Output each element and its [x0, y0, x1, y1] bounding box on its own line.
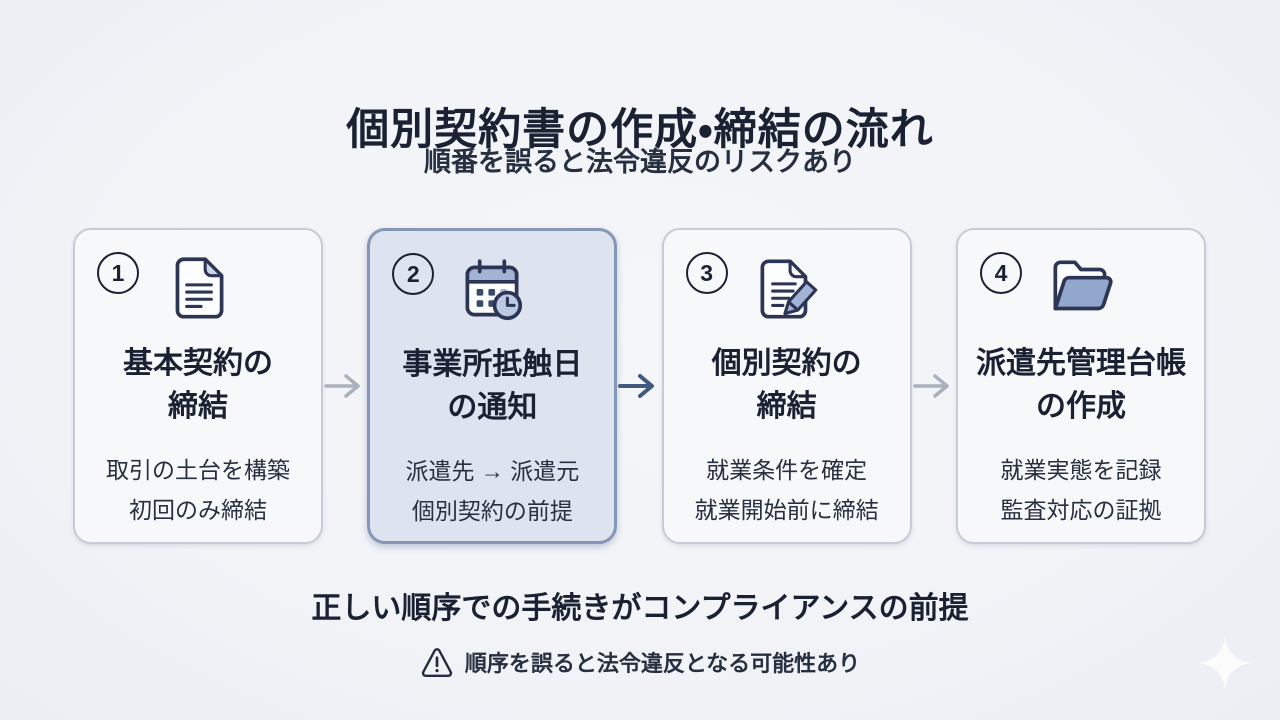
right-arrow-icon [913, 374, 949, 398]
flow-arrow-2 [617, 228, 661, 544]
document-icon [159, 250, 237, 328]
step-title: 個別契約の 締結 [711, 347, 862, 423]
step-number: 3 [700, 259, 714, 286]
step-number: 1 [111, 259, 125, 286]
step-description: 派遣先 → 派遣元 個別契約の前提 [405, 458, 580, 524]
step-description: 就業条件を確定 就業開始前に締結 [694, 457, 879, 523]
flow-arrow-3 [912, 228, 956, 544]
step-card-3: 3 個別契約の 締結 就業条件を確定 就 [661, 228, 912, 544]
calendar-clock-icon [453, 251, 531, 329]
document-edit-icon [748, 250, 826, 328]
flow-arrow-1 [323, 228, 367, 544]
step-number-badge: 1 [97, 252, 139, 294]
step-number-badge: 4 [979, 252, 1022, 294]
right-arrow-icon [324, 374, 360, 398]
step-number-badge: 3 [685, 252, 728, 294]
folder-icon [1042, 250, 1120, 328]
step-number-badge: 2 [392, 253, 435, 295]
step-card-2: 2 事業所抵触日 の通知 [367, 228, 618, 544]
warning-triangle-icon [421, 648, 452, 677]
step-title: 事業所抵触日 の通知 [402, 348, 583, 424]
step-number: 2 [406, 260, 420, 287]
warning-text: 順序を誤ると法令違反となる可能性あり [464, 651, 861, 676]
step-description: 取引の土台を構築 初回のみ締結 [106, 457, 290, 523]
process-flow: 1 基本契約の 締結 取引の土台を構築 初回のみ締結 [73, 228, 1206, 544]
page-title: 個別契約書の作成・締結の流れ [346, 105, 934, 154]
footer-warning: 順序を誤ると法令違反となる可能性あり [0, 646, 1280, 678]
step-card-4: 4 派遣先管理台帳 の作成 就業実態を記録 監査対応の証拠 [955, 228, 1206, 544]
compliance-statement: 正しい順序での手続きがコンプライアンスの前提 [311, 592, 969, 625]
page-subtitle: 順番を誤ると法令違反のリスクあり [424, 147, 856, 177]
step-title: 基本契約の 締結 [123, 347, 273, 423]
right-arrow-icon [618, 374, 655, 398]
step-card-1: 1 基本契約の 締結 取引の土台を構築 初回のみ締結 [73, 228, 323, 544]
step-number: 4 [994, 259, 1008, 286]
sparkle-icon [1197, 635, 1253, 691]
step-description: 就業実態を記録 監査対応の証拠 [1000, 457, 1162, 523]
step-title: 派遣先管理台帳 の作成 [975, 347, 1186, 423]
